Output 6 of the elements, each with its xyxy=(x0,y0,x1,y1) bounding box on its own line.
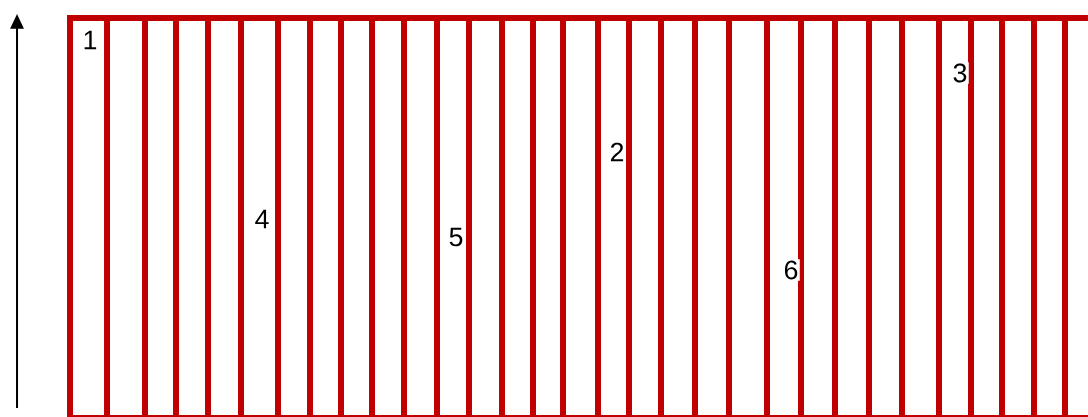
callout-number: 1 xyxy=(81,29,99,51)
callout-number: 3 xyxy=(951,62,969,84)
callout-number: 2 xyxy=(608,141,626,163)
callout-number: 4 xyxy=(253,208,271,230)
callout-number: 6 xyxy=(782,259,800,281)
callout-number: 5 xyxy=(447,226,465,248)
